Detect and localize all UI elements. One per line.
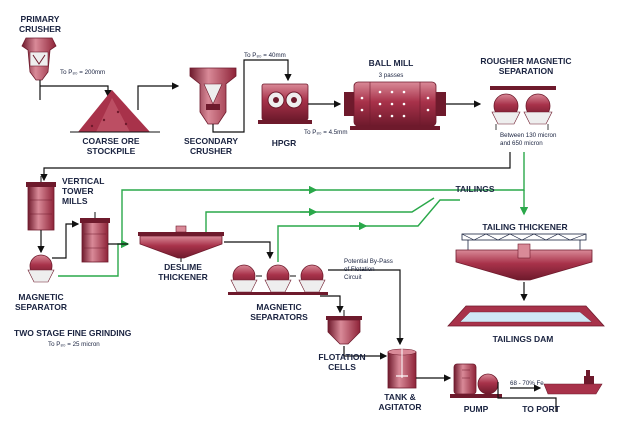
ship-icon bbox=[543, 370, 603, 395]
magnetic-separator-icon bbox=[27, 254, 55, 283]
note-fe-grade: 68 - 70% Fe bbox=[510, 380, 544, 387]
flow-secondary-to-hpgr bbox=[212, 59, 292, 133]
note-three-passes: 3 passes bbox=[378, 72, 404, 79]
flotation-cells-icon bbox=[326, 310, 362, 345]
note-p80-4-5mm: To P₈₀ = 4.5mm bbox=[304, 129, 348, 136]
label-tailings-dam: TAILINGS DAM bbox=[492, 334, 554, 344]
hpgr-icon bbox=[258, 83, 312, 124]
flow-rougher-tailings bbox=[121, 152, 525, 244]
label-ball-mill: BALL MILL bbox=[368, 58, 414, 68]
label-tailing-thickener: TAILING THICKENER bbox=[482, 222, 568, 232]
note-p80-25micron: To P₈₀ = 25 micron bbox=[48, 341, 100, 348]
coarse-ore-stockpile-icon bbox=[70, 90, 160, 133]
label-to-port: TO PORT bbox=[522, 404, 560, 414]
primary-crusher-icon bbox=[21, 37, 57, 90]
flow-pump-to-port bbox=[497, 382, 557, 412]
pump-icon bbox=[450, 363, 502, 398]
note-p80-200mm: To P₈₀ = 200mm bbox=[60, 69, 106, 76]
magnetic-separators-icon bbox=[228, 264, 328, 295]
vertical-tower-mill-2-icon bbox=[80, 212, 110, 263]
label-pump: PUMP bbox=[463, 404, 489, 414]
rougher-magnetic-separator-icon bbox=[490, 86, 556, 130]
label-hpgr: HPGR bbox=[271, 138, 297, 148]
deslime-thickener-icon bbox=[138, 225, 224, 262]
tailings-dam-icon bbox=[447, 305, 605, 327]
note-p80-40mm: To P₈₀ = 40mm bbox=[244, 52, 286, 59]
tank-agitator-icon bbox=[387, 344, 417, 389]
flow-deslime-to-magseps bbox=[224, 241, 274, 260]
flow-flotation-to-tank bbox=[343, 346, 388, 360]
label-tank-agitator: TANK &AGITATOR bbox=[378, 392, 422, 412]
flow-crusher-to-stockpile bbox=[39, 85, 108, 100]
tailing-thickener-icon bbox=[455, 233, 593, 281]
flow-stockpile-to-secondary bbox=[137, 82, 180, 110]
flow-rougher-to-towermills bbox=[40, 152, 511, 182]
secondary-crusher-icon bbox=[189, 67, 237, 125]
flow-bypass bbox=[328, 269, 404, 346]
label-two-stage-fine-grinding: TWO STAGE FINE GRINDING bbox=[14, 328, 132, 338]
vertical-tower-mill-1-icon bbox=[26, 176, 56, 231]
flow-magseps-to-flotation bbox=[320, 295, 344, 314]
label-tailings: TAILINGS bbox=[455, 184, 495, 194]
flow-magseps-tailings bbox=[277, 199, 460, 262]
flow-deslime-overflow bbox=[205, 197, 435, 232]
ball-mill-icon bbox=[344, 81, 446, 130]
flow-magsep-to-towermill2 bbox=[52, 220, 80, 259]
